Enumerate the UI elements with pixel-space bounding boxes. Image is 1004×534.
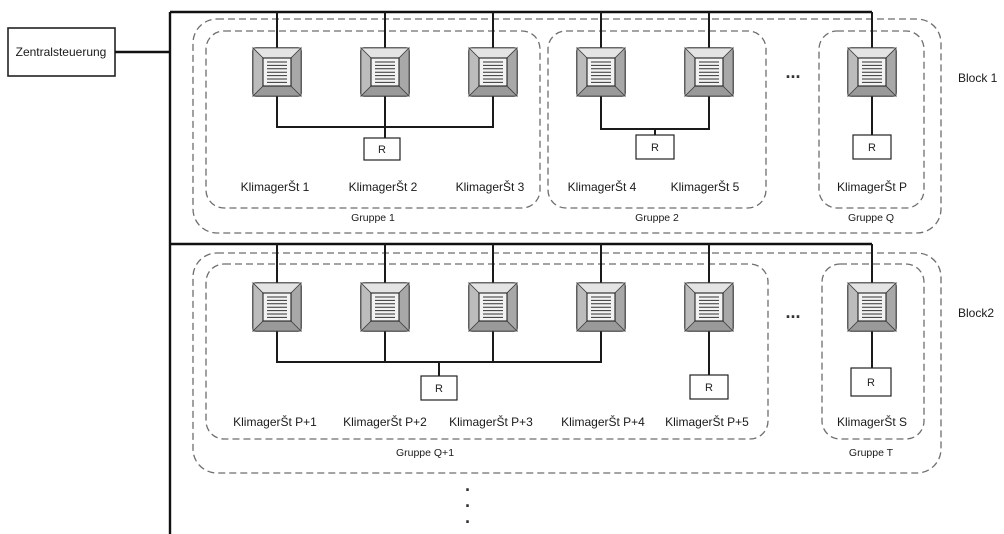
remote-controller-gq <box>852 134 892 160</box>
air-conditioner-icon <box>684 282 734 332</box>
group-label: Gruppe 2 <box>635 212 679 224</box>
group-label: Gruppe 1 <box>351 212 395 224</box>
remote-controller-gq1 <box>420 375 458 401</box>
central-control-label: Zentralsteuerung <box>16 45 107 59</box>
block-label-2: Block2 <box>958 306 994 320</box>
remote-controller-gq1-label: R <box>435 383 443 395</box>
air-conditioner-icon <box>847 282 897 332</box>
air-conditioner-icon <box>684 47 734 97</box>
remote-controller-g1 <box>363 137 401 161</box>
air-conditioner-icon <box>576 282 626 332</box>
unit-label: KlimagerŠt 3 <box>456 179 525 194</box>
unit-label: KlimagerŠt S <box>837 414 907 429</box>
group-label: Gruppe T <box>849 447 894 459</box>
unit-label: KlimagerŠt 2 <box>349 179 418 194</box>
continuation-dot: · <box>465 496 471 516</box>
unit-label: KlimagerŠt P <box>837 179 907 194</box>
block-1-wiring <box>276 12 873 138</box>
unit-label: KlimagerŠt P+1 <box>233 414 317 429</box>
ellipsis-block-2: ... <box>785 302 800 322</box>
air-conditioner-icon <box>468 282 518 332</box>
block-1-enclosure <box>192 18 942 234</box>
remote-controller-gq-label: R <box>868 142 876 154</box>
block-label-1: Block 1 <box>958 71 998 85</box>
group-1-enclosure <box>205 30 541 209</box>
remote-controller-gt-label: R <box>867 377 875 389</box>
remote-controller-g1-label: R <box>378 144 386 156</box>
unit-label: KlimagerŠt P+2 <box>343 414 427 429</box>
air-conditioner-icon <box>576 47 626 97</box>
air-conditioner-icon <box>360 282 410 332</box>
remote-controller-g2-label: R <box>651 142 659 154</box>
continuation-dot: · <box>465 512 471 532</box>
unit-label: KlimagerŠt 5 <box>671 179 740 194</box>
group-labels: Gruppe 1 Gruppe 2 Gruppe Q Gruppe Q+1 Gr… <box>351 212 894 459</box>
remote-controller-p5-label: R <box>705 382 713 394</box>
unit-labels: KlimagerŠt 1 KlimagerŠt 2 KlimagerŠt 3 K… <box>233 179 907 429</box>
block-2-wiring <box>276 244 873 376</box>
air-conditioner-icon <box>252 47 302 97</box>
unit-label: KlimagerŠt P+3 <box>449 414 533 429</box>
unit-label: KlimagerŠt 4 <box>568 179 637 194</box>
remote-controller-p5 <box>689 374 729 400</box>
unit-label: KlimagerŠt P+5 <box>665 414 749 429</box>
group-2-enclosure <box>547 30 767 209</box>
ellipsis-block-1: ... <box>785 62 800 82</box>
air-conditioner-icon <box>847 47 897 97</box>
group-label: Gruppe Q+1 <box>396 447 454 459</box>
air-conditioner-icon <box>252 282 302 332</box>
unit-label: KlimagerŠt P+4 <box>561 414 645 429</box>
remote-controllers: R R R R R R <box>363 134 892 401</box>
air-conditioner-icon <box>468 47 518 97</box>
group-q1-enclosure <box>205 263 769 440</box>
air-conditioner-units <box>252 47 897 332</box>
air-conditioner-icon <box>360 47 410 97</box>
group-label: Gruppe Q <box>848 212 894 224</box>
unit-label: KlimagerŠt 1 <box>241 179 310 194</box>
continuation-dot: · <box>465 480 471 500</box>
remote-controller-g2 <box>635 134 675 160</box>
remote-controller-gt <box>850 367 892 397</box>
central-control-box <box>7 27 116 77</box>
